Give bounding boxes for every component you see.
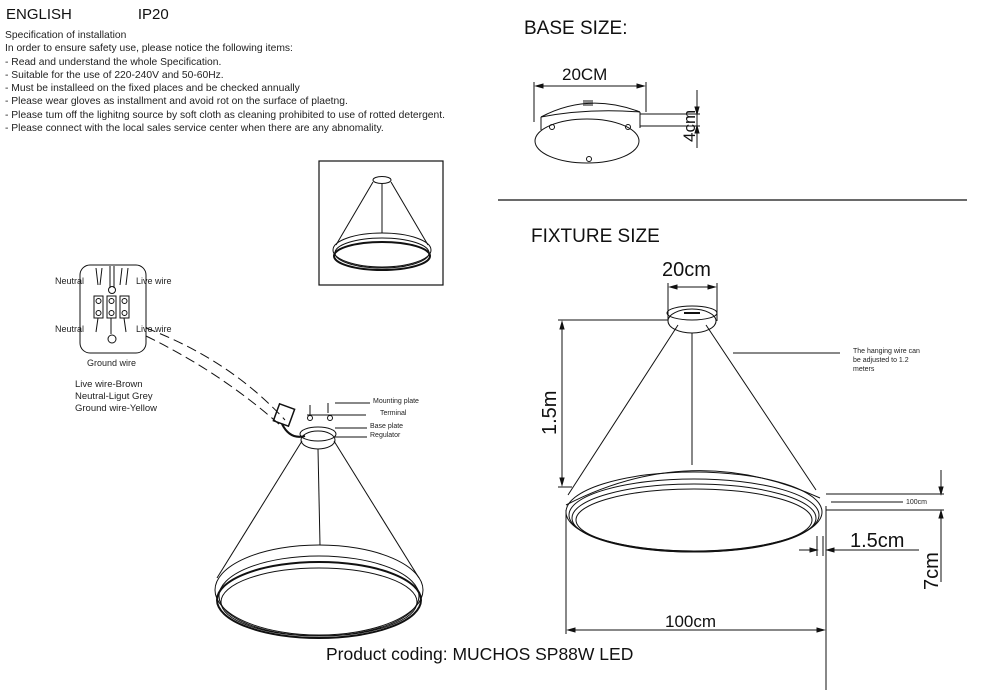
spec-item: - Please tum off the lighitng source by … [5, 109, 445, 121]
base-size-title: BASE SIZE: [524, 18, 628, 39]
installation-specification: Specification of installation In order t… [5, 29, 445, 135]
spec-item: - Suitable for the use of 220-240V and 5… [5, 69, 224, 81]
mounting-plate-label: Mounting plate [373, 398, 419, 405]
spec-intro: In order to ensure safety use, please no… [5, 43, 293, 55]
live-top-label: Live wire [136, 276, 172, 286]
hanging-length-dim: 1.5m [539, 390, 561, 435]
live-bottom-label: Live wire [136, 324, 172, 334]
diameter-dim: 100cm [665, 612, 717, 631]
canopy-width-dim: 20cm [662, 259, 711, 281]
neutral-bottom-label: Neutral [55, 324, 85, 334]
regulator-label: Regulator [370, 432, 401, 439]
fixture-size-title: FIXTURE SIZE [531, 226, 660, 247]
neutral-top-label: Neutral [55, 276, 85, 286]
base-plate-label: Base plate [370, 423, 404, 430]
base-width-dim: 20CM [562, 65, 608, 84]
spec-item: - Must be installeed on the fixed places… [5, 83, 300, 95]
terminal-label: Terminal [380, 410, 407, 417]
wiring-terminal-drawing [79, 264, 286, 426]
product-thumbnail [318, 160, 444, 286]
base-height-dim: 4cm [680, 109, 699, 142]
wire-color-legend: Live wire-Brown Neutral-Ligut Grey Groun… [75, 379, 157, 415]
ip-rating: IP20 [137, 6, 169, 23]
ring-callout-dim: 100cm [906, 499, 928, 506]
spec-title: Specification of installation [5, 30, 127, 41]
ring-height-dim: 7cm [921, 552, 943, 590]
fixture-dimension-drawing [558, 283, 944, 690]
ring-thickness-dim: 1.5cm [850, 530, 905, 552]
spec-item: - Please wear gloves as installment and … [5, 96, 348, 108]
language-label: ENGLISH [6, 6, 72, 23]
installation-pendant-drawing [214, 402, 424, 639]
product-coding: Product coding: MUCHOS SP88W LED [326, 644, 634, 664]
hanging-wire-note: The hanging wire can be adjusted to 1.2 … [853, 348, 920, 373]
ground-label: Ground wire [87, 358, 137, 368]
spec-item: - Read and understand the whole Specific… [5, 56, 222, 68]
spec-item: - Please connect with the local sales se… [5, 123, 384, 135]
base-canopy-drawing [533, 82, 700, 164]
legend-item: Ground wire-Yellow [75, 403, 158, 414]
legend-item: Live wire-Brown [75, 379, 143, 390]
legend-item: Neutral-Ligut Grey [75, 391, 153, 402]
document-header: ENGLISH IP20 [6, 6, 169, 23]
